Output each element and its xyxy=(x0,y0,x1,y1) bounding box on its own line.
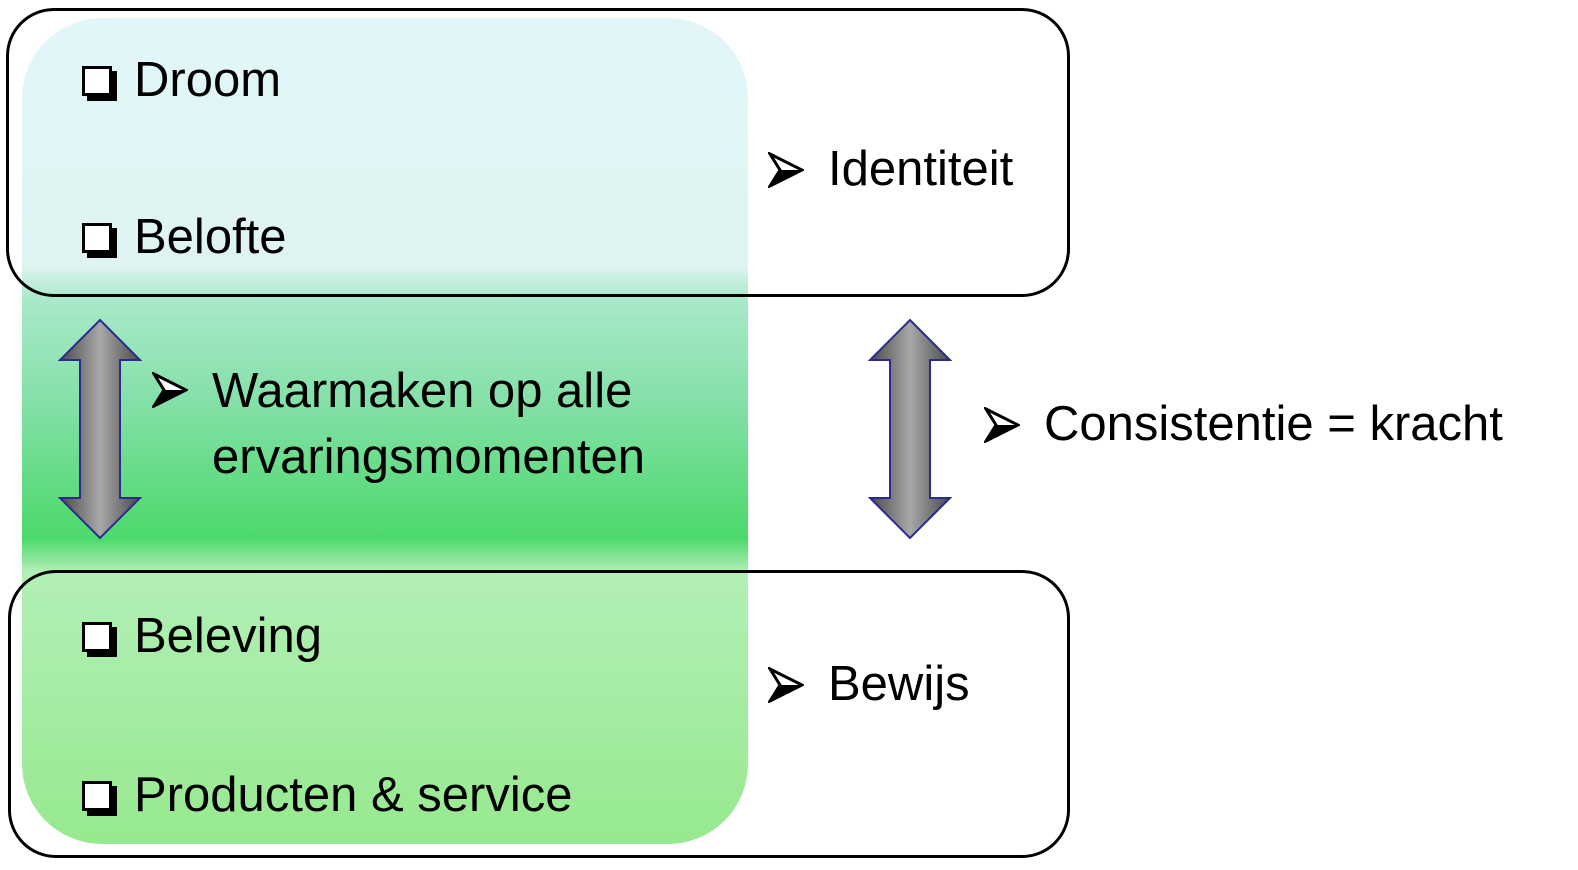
consistency-label: Consistentie = kracht xyxy=(1044,397,1503,451)
arrowhead-bullet-icon xyxy=(768,666,804,703)
item-label: Producten & service xyxy=(134,768,573,822)
proof-frame xyxy=(8,570,1070,858)
middle-line-1: Waarmaken op alle xyxy=(212,364,633,418)
identity-label: Identiteit xyxy=(828,142,1014,196)
middle-line-2: ervaringsmomenten xyxy=(212,430,646,484)
consistency-label-row: Consistentie = kracht xyxy=(984,400,1503,449)
item-label: Droom xyxy=(134,53,282,107)
proof-label-row: Bewijs xyxy=(768,660,970,709)
list-item-producten: Producten & service xyxy=(82,771,573,820)
identity-label-row: Identiteit xyxy=(768,145,1013,194)
checkbox-icon xyxy=(82,65,112,96)
checkbox-icon xyxy=(82,222,112,253)
list-item-droom: Droom xyxy=(82,56,281,105)
proof-label: Bewijs xyxy=(828,657,970,711)
gradient-panel xyxy=(22,18,748,844)
arrowhead-bullet-icon xyxy=(768,151,804,188)
checkbox-icon xyxy=(82,780,112,811)
list-item-belofte: Belofte xyxy=(82,213,287,262)
double-headed-arrow-icon xyxy=(58,318,142,540)
item-label: Beleving xyxy=(134,609,322,663)
arrowhead-bullet-icon xyxy=(152,372,188,408)
identity-frame xyxy=(6,8,1070,297)
list-item-beleving: Beleving xyxy=(82,612,322,661)
arrowhead-bullet-icon xyxy=(984,406,1020,443)
checkbox-icon xyxy=(82,621,112,652)
double-headed-arrow-icon xyxy=(868,318,952,540)
item-label: Belofte xyxy=(134,210,287,264)
